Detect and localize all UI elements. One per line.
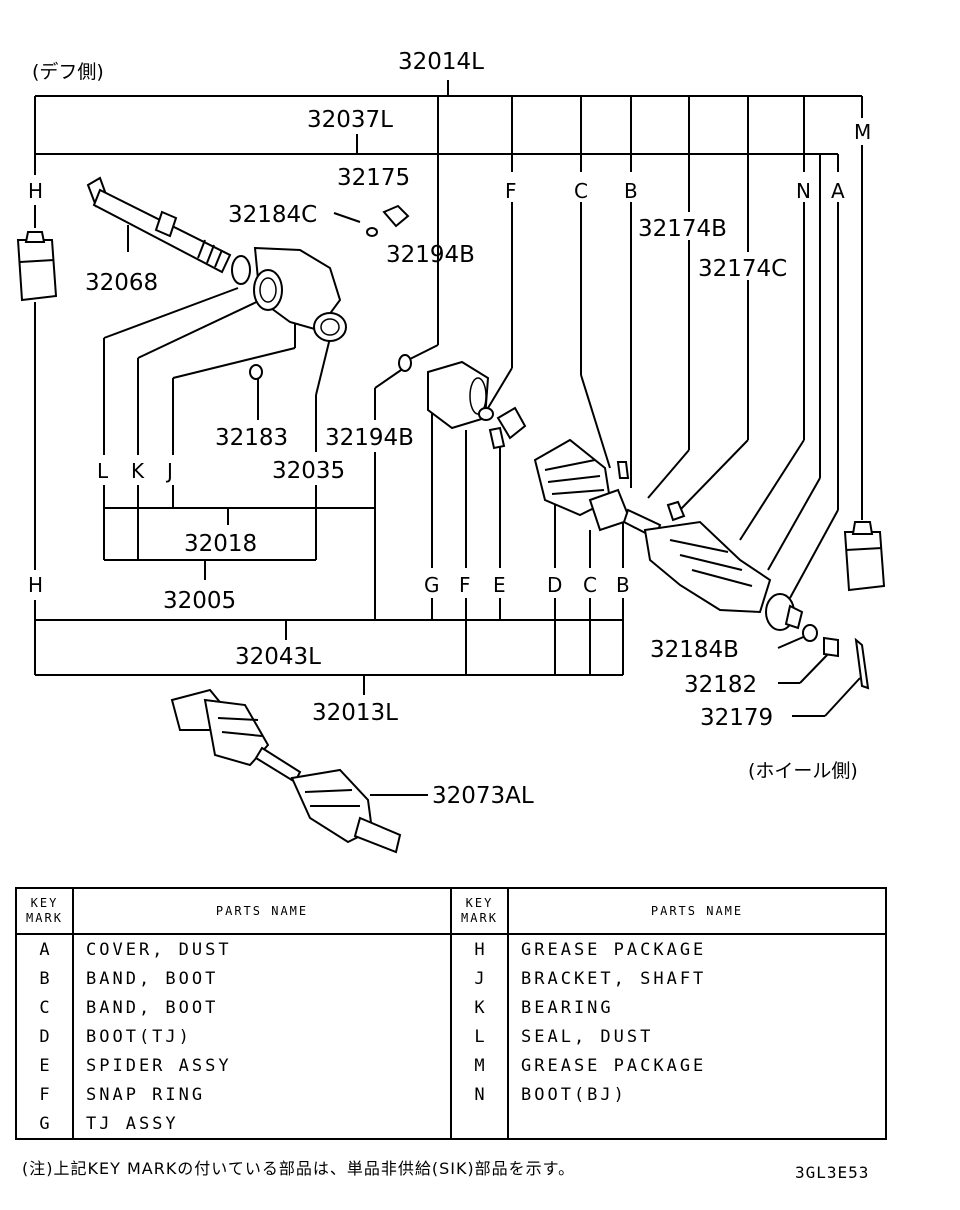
part-name-cell: GREASE PACKAGE xyxy=(508,1051,887,1080)
part-32043L: 32043L xyxy=(235,644,321,670)
part-name-cell: BAND, BOOT xyxy=(73,964,452,993)
key-C-bottom: C xyxy=(583,573,597,597)
part-32175: 32175 xyxy=(337,165,410,191)
key-mark-cell xyxy=(451,1109,509,1139)
table-row: B BAND, BOOT J BRACKET, SHAFT xyxy=(16,964,887,993)
part-32184C: 32184C xyxy=(228,202,317,228)
key-mark-cell: F xyxy=(16,1080,74,1109)
part-name-cell: BEARING xyxy=(508,993,887,1022)
key-M: M xyxy=(854,120,871,144)
key-mark-cell: N xyxy=(451,1080,509,1109)
table-row: D BOOT(TJ) L SEAL, DUST xyxy=(16,1022,887,1051)
inner-shaft xyxy=(86,176,232,274)
part-32018: 32018 xyxy=(184,531,257,557)
top-leader-lines xyxy=(34,80,863,599)
lower-leader-lines xyxy=(34,380,861,796)
part-32174B: 32174B xyxy=(638,216,727,242)
part-32073AL: 32073AL xyxy=(432,783,534,809)
key-mark-cell: L xyxy=(451,1022,509,1051)
key-mark-cell: G xyxy=(16,1109,74,1139)
exploded-parts-diagram: (デフ側) (ホイール側) xyxy=(16,49,886,854)
figure-code: 3GL3E53 xyxy=(795,1163,870,1182)
part-32014L: 32014L xyxy=(398,49,484,75)
outer-shaft-boot-bj xyxy=(622,500,870,690)
key-K: K xyxy=(131,459,145,483)
diff-side-label: (デフ側) xyxy=(32,61,104,83)
key-N: N xyxy=(796,179,811,203)
spider-assy xyxy=(488,406,527,450)
table-row: E SPIDER ASSY M GREASE PACKAGE xyxy=(16,1051,887,1080)
part-32013L: 32013L xyxy=(312,700,398,726)
key-mark-cell: J xyxy=(451,964,509,993)
key-H-top: H xyxy=(28,179,43,203)
drive-shaft-assy xyxy=(170,688,402,854)
grease-package-right xyxy=(843,521,886,592)
key-F-top: F xyxy=(505,179,517,203)
part-name-cell: SEAL, DUST xyxy=(508,1022,887,1051)
table-row: A COVER, DUST H GREASE PACKAGE xyxy=(16,934,887,964)
wheel-side-label: (ホイール側) xyxy=(748,760,858,782)
table-row: F SNAP RING N BOOT(BJ) xyxy=(16,1080,887,1109)
key-mark-cell: A xyxy=(16,934,74,964)
part-32194B-upper: 32194B xyxy=(386,242,475,268)
tj-assy xyxy=(427,360,494,430)
footnote: (注)上記KEY MARKの付いている部品は、単品非供給(SIK)部品を示す。 xyxy=(22,1159,576,1178)
key-mark-cell: B xyxy=(16,964,74,993)
part-32037L: 32037L xyxy=(307,107,393,133)
grease-package-left xyxy=(16,231,58,302)
table-row: G TJ ASSY xyxy=(16,1109,887,1139)
shaft-bracket xyxy=(231,204,412,380)
part-name-cell: BOOT(BJ) xyxy=(508,1080,887,1109)
part-32179: 32179 xyxy=(700,705,773,731)
key-L: L xyxy=(97,459,109,483)
part-32005: 32005 xyxy=(163,588,236,614)
part-32035: 32035 xyxy=(272,458,345,484)
key-B-bottom: B xyxy=(616,573,630,597)
key-mark-cell: M xyxy=(451,1051,509,1080)
key-F-bottom: F xyxy=(459,573,471,597)
part-name-cell: BOOT(TJ) xyxy=(73,1022,452,1051)
part-name-cell: SNAP RING xyxy=(73,1080,452,1109)
key-A: A xyxy=(831,179,845,203)
key-mark-cell: C xyxy=(16,993,74,1022)
key-mark-cell: K xyxy=(451,993,509,1022)
key-D: D xyxy=(547,573,562,597)
boot-tj xyxy=(533,438,632,532)
key-H-bottom: H xyxy=(28,573,43,597)
key-mark-cell: E xyxy=(16,1051,74,1080)
part-name-cell xyxy=(508,1109,887,1139)
key-mark-cell: D xyxy=(16,1022,74,1051)
key-E: E xyxy=(493,573,506,597)
part-32184B: 32184B xyxy=(650,637,739,663)
key-B-top: B xyxy=(624,179,638,203)
table-row: C BAND, BOOT K BEARING xyxy=(16,993,887,1022)
part-32183: 32183 xyxy=(215,425,288,451)
part-32174C: 32174C xyxy=(698,256,787,282)
part-name-cell: BAND, BOOT xyxy=(73,993,452,1022)
hub-leader-lines xyxy=(103,212,405,455)
key-G: G xyxy=(424,573,440,597)
key-mark-cell: H xyxy=(451,934,509,964)
part-name-cell: TJ ASSY xyxy=(73,1109,452,1139)
header-parts-name-left: PARTS NAME xyxy=(73,888,452,935)
key-J: J xyxy=(165,459,173,483)
part-name-cell: BRACKET, SHAFT xyxy=(508,964,887,993)
part-32194B-lower: 32194B xyxy=(325,425,414,451)
part-name-cell: GREASE PACKAGE xyxy=(508,934,887,964)
part-name-cell: SPIDER ASSY xyxy=(73,1051,452,1080)
part-name-cell: COVER, DUST xyxy=(73,934,452,964)
part-32182: 32182 xyxy=(684,672,757,698)
key-C-top: C xyxy=(574,179,588,203)
part-32068: 32068 xyxy=(85,270,158,296)
header-parts-name-right: PARTS NAME xyxy=(508,888,887,935)
